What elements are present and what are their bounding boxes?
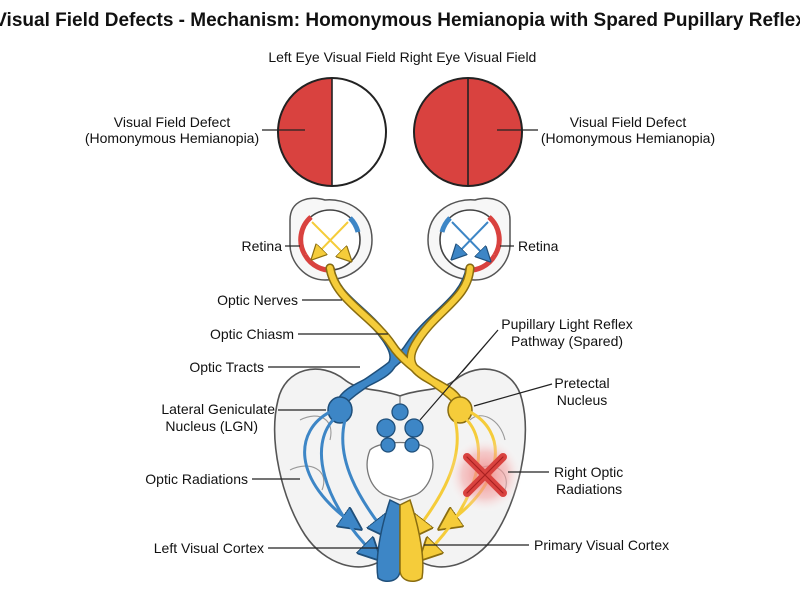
retina-left-label: Retina (242, 238, 283, 254)
left-eye-visual-field: Left Eye Visual Field (268, 49, 396, 187)
left-field-intact-half (332, 78, 386, 186)
right-defect-label-line2: (Homonymous Hemianopia) (541, 130, 715, 146)
left-eye-field-label: Left Eye Visual Field (268, 49, 395, 65)
yellow-visual-pathway (325, 263, 497, 583)
optic-tracts-label: Optic Tracts (189, 359, 264, 375)
pupillary-reflex-label-line2: Pathway (Spared) (511, 333, 623, 349)
left-defect-label-line1: Visual Field Defect (114, 114, 231, 130)
right-eye-field-label: Right Eye Visual Field (400, 49, 537, 65)
optic-radiations-label: Optic Radiations (145, 471, 248, 487)
page-title: Visual Field Defects - Mechanism: Homony… (0, 10, 800, 31)
right-eye-visual-field: Right Eye Visual Field (400, 49, 537, 187)
pretectal-leader (473, 383, 553, 407)
pupillary-reflex-leader (419, 329, 499, 421)
pretectal-label-line2: Nucleus (557, 392, 608, 408)
optic-chiasm-label: Optic Chiasm (210, 326, 294, 342)
lgn-label-line1: Lateral Geniculate (161, 401, 275, 417)
primary-visual-cortex-label: Primary Visual Cortex (534, 537, 669, 553)
retina-right-label: Retina (518, 238, 559, 254)
pretectal-label-line1: Pretectal (554, 375, 609, 391)
left-field-defect-half (278, 78, 332, 186)
lgn-label-line2: Nucleus (LGN) (165, 418, 258, 434)
optic-nerves-label: Optic Nerves (217, 292, 298, 308)
red-x-lesion-icon (447, 437, 523, 513)
right-optic-radiations-line2: Radiations (556, 481, 622, 497)
pupillary-reflex-label-line1: Pupillary Light Reflex (501, 316, 633, 332)
retinal-rays (312, 221, 488, 258)
left-visual-cortex-label: Left Visual Cortex (154, 540, 264, 556)
right-optic-radiations-line1: Right Optic (554, 464, 623, 480)
left-defect-label-line2: (Homonymous Hemianopia) (85, 130, 259, 146)
pretectal-blue-nuclei (376, 403, 424, 453)
right-defect-label-line1: Visual Field Defect (570, 114, 687, 130)
